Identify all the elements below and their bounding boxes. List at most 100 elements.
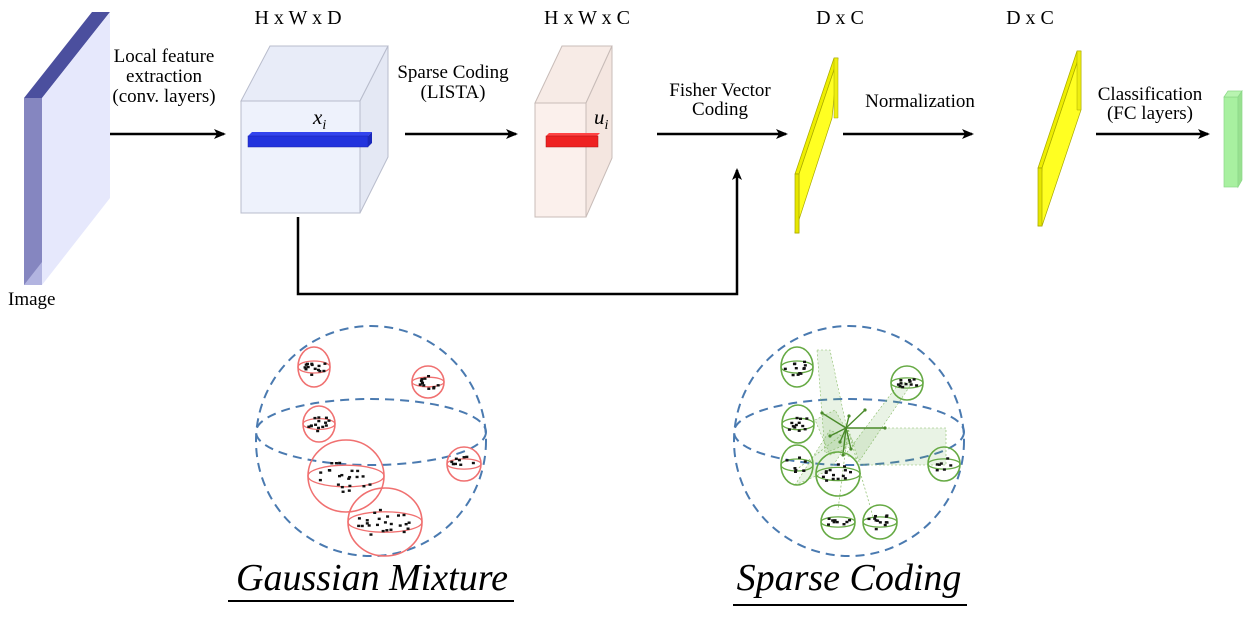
data-point — [912, 378, 916, 381]
data-point — [355, 475, 359, 479]
output-vector — [1223, 89, 1243, 189]
data-point — [357, 517, 361, 520]
data-point — [835, 520, 839, 524]
data-point — [884, 515, 888, 518]
gmm-cluster — [446, 446, 482, 482]
data-point — [803, 360, 807, 364]
conv-label-line3: (conv. layers) — [112, 86, 215, 107]
data-point — [883, 523, 887, 527]
dictionary-atom-arrow — [845, 427, 852, 450]
data-point — [334, 462, 338, 465]
dictionary-atom-arrow — [821, 412, 847, 429]
dictionary-atom-arrow — [845, 415, 850, 429]
fisher-vector-slab — [794, 57, 839, 234]
sc-cluster — [890, 365, 924, 401]
data-point — [373, 511, 377, 515]
data-point — [915, 384, 919, 387]
data-point — [793, 467, 797, 470]
sc-cluster — [780, 346, 814, 388]
data-point — [949, 464, 953, 467]
data-point — [304, 363, 308, 366]
data-point — [406, 527, 410, 530]
data-point — [375, 523, 379, 527]
normalized-vector-slab — [1037, 50, 1082, 227]
data-point — [937, 463, 941, 466]
data-point — [896, 383, 900, 386]
gmm-caption: Gaussian Mixture — [236, 557, 508, 599]
feature-vector-bar — [247, 135, 369, 148]
data-point — [324, 421, 328, 424]
data-point — [843, 469, 847, 472]
gmm-cluster — [297, 346, 331, 388]
data-point — [935, 463, 939, 466]
data-point — [802, 367, 806, 370]
data-point — [336, 483, 340, 486]
data-point — [360, 524, 364, 528]
sc-cluster — [781, 404, 815, 444]
data-point — [317, 419, 321, 423]
data-point — [848, 519, 852, 522]
data-point — [831, 477, 835, 481]
data-point — [821, 475, 825, 479]
data-point — [795, 416, 799, 420]
data-point — [369, 533, 373, 536]
image-label: Image — [8, 289, 55, 310]
data-point — [389, 528, 393, 531]
normalized-dims-label: D x C — [1006, 7, 1054, 29]
data-point — [317, 364, 321, 368]
cls-label-line1: Classification — [1098, 84, 1203, 105]
data-point — [318, 478, 322, 482]
data-point — [378, 508, 382, 512]
data-point — [797, 429, 801, 432]
data-point — [783, 367, 787, 371]
data-point — [340, 473, 344, 477]
data-point — [831, 473, 835, 477]
norm-label: Normalization — [865, 91, 975, 112]
data-point — [909, 383, 913, 386]
data-point — [319, 471, 323, 474]
data-point — [454, 462, 458, 466]
sc-equator — [733, 398, 965, 466]
data-point — [874, 514, 878, 518]
data-point — [402, 530, 406, 534]
data-point — [845, 520, 849, 524]
data-point — [316, 429, 320, 433]
data-point — [307, 425, 311, 428]
data-point — [908, 380, 912, 383]
data-point — [787, 428, 791, 431]
data-point — [396, 514, 400, 517]
data-point — [340, 485, 344, 489]
data-point — [836, 477, 840, 481]
data-point — [797, 421, 801, 425]
data-point — [796, 373, 800, 376]
data-point — [310, 373, 314, 376]
data-point — [907, 378, 911, 382]
data-point — [824, 471, 828, 474]
data-point — [338, 474, 342, 478]
sc-caption: Sparse Coding — [737, 557, 962, 599]
dictionary-atom-arrow — [829, 427, 847, 437]
data-point — [799, 417, 803, 421]
data-point — [365, 522, 369, 525]
data-point — [385, 529, 389, 532]
data-point — [313, 367, 317, 371]
data-point — [304, 368, 308, 371]
data-point — [803, 428, 807, 431]
gmm-sphere — [255, 325, 487, 557]
data-point — [873, 517, 877, 520]
data-point — [451, 462, 455, 466]
code-vector-bar — [545, 135, 599, 148]
data-point — [899, 378, 903, 382]
data-point — [347, 477, 351, 480]
data-point — [799, 372, 803, 375]
data-point — [825, 479, 829, 482]
data-point — [878, 521, 882, 524]
code-symbol: ui — [594, 105, 609, 133]
data-point — [324, 416, 328, 420]
gmm-cluster — [411, 365, 445, 399]
data-point — [432, 386, 436, 389]
data-point — [827, 517, 831, 520]
data-point — [348, 475, 352, 479]
data-point — [356, 469, 360, 473]
data-point — [427, 387, 431, 390]
